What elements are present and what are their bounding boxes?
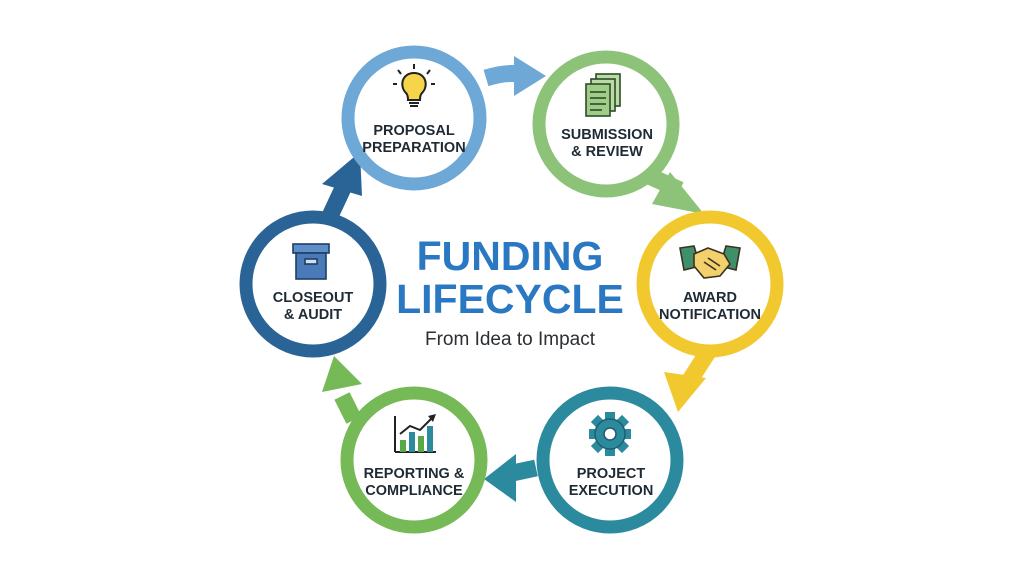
stage-award-notification: AWARD NOTIFICATION: [636, 210, 784, 358]
stage-label-line2: NOTIFICATION: [659, 307, 761, 323]
stage-label-line1: PROJECT: [577, 466, 646, 482]
stage-label-line2: EXECUTION: [569, 483, 654, 499]
stage-submission-review: SUBMISSION & REVIEW: [532, 50, 680, 198]
handshake-icon: [679, 245, 741, 279]
stage-label-line1: AWARD: [683, 290, 737, 306]
stage-reporting-compliance: REPORTING & COMPLIANCE: [340, 386, 488, 534]
title-line1: FUNDING: [417, 233, 604, 279]
stage-proposal-preparation: PROPOSAL PREPARATION: [341, 45, 487, 191]
stage-label-line1: REPORTING &: [364, 466, 465, 482]
stage-label-line1: CLOSEOUT: [273, 290, 354, 306]
stage-label-line1: SUBMISSION: [561, 127, 653, 143]
arrow-proposal-to-submission: [483, 56, 546, 96]
lightbulb-icon: [393, 64, 435, 107]
arrow-award-to-execution: [664, 347, 716, 412]
title-line2: LIFECYCLE: [396, 276, 624, 322]
stage-closeout-audit: CLOSEOUT & AUDIT: [239, 210, 387, 358]
stage-label-line2: COMPLIANCE: [365, 483, 463, 499]
bar-chart-icon: [394, 414, 436, 453]
gear-icon: [589, 412, 631, 456]
stage-label-line2: & AUDIT: [284, 307, 342, 323]
arrow-closeout-to-proposal: [322, 152, 362, 220]
stage-label-line2: PREPARATION: [362, 140, 465, 156]
subtitle: From Idea to Impact: [425, 329, 596, 350]
documents-icon: [585, 73, 621, 117]
center-title-block: FUNDING LIFECYCLE From Idea to Impact: [396, 233, 624, 350]
arrow-reporting-to-closeout: [322, 356, 362, 424]
stage-project-execution: PROJECT EXECUTION: [536, 386, 684, 534]
archive-box-icon: [292, 243, 330, 280]
stage-label-line1: PROPOSAL: [373, 123, 455, 139]
arrow-execution-to-reporting: [484, 454, 538, 502]
stage-label-line2: & REVIEW: [571, 144, 643, 160]
